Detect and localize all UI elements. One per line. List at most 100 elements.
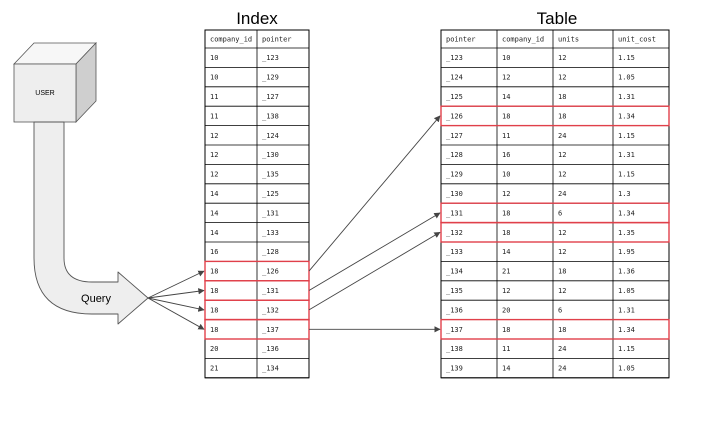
index-cell: 14 bbox=[210, 190, 218, 198]
table-cell: 16 bbox=[502, 151, 510, 159]
table-cell: 24 bbox=[558, 132, 566, 140]
table-cell: 14 bbox=[502, 93, 510, 101]
pointer-arrows bbox=[308, 115, 441, 333]
table-cell: 12 bbox=[502, 287, 510, 295]
table-cell: _130 bbox=[446, 190, 463, 198]
table-cell: 1.05 bbox=[618, 365, 635, 373]
table-cell: 12 bbox=[502, 190, 510, 198]
index-cell: 11 bbox=[210, 112, 218, 120]
table-header-cell: unit_cost bbox=[618, 36, 656, 44]
index-row: 10_129 bbox=[210, 74, 279, 82]
table-row-highlight bbox=[440, 221, 670, 243]
table-header-cell: units bbox=[558, 36, 579, 44]
table-cell: 18 bbox=[502, 209, 510, 217]
table-row-highlight bbox=[440, 105, 670, 127]
table-cell: 11 bbox=[502, 345, 510, 353]
query-fanout-arrow bbox=[147, 297, 205, 312]
table-cell: _126 bbox=[446, 112, 463, 120]
table-cell: 1.31 bbox=[618, 306, 635, 314]
table-cell: 18 bbox=[558, 112, 566, 120]
index-row: 12 _124 bbox=[210, 132, 279, 140]
index-row: 18_137 bbox=[210, 326, 279, 334]
table-cell: 12 bbox=[558, 171, 566, 179]
table-cell: 1.95 bbox=[618, 248, 635, 256]
cube-front-face bbox=[13, 63, 77, 123]
index-row: 12 _130 bbox=[210, 151, 279, 159]
table-cell: 6 bbox=[558, 209, 562, 217]
index-cell: 21 bbox=[210, 365, 218, 373]
query-label: Query bbox=[81, 293, 111, 305]
index-cell: _130 bbox=[262, 151, 279, 159]
index-cell: _134 bbox=[262, 365, 279, 373]
table-cell: 12 bbox=[558, 151, 566, 159]
table-cell: 1.15 bbox=[618, 171, 635, 179]
index-cell: _133 bbox=[262, 229, 279, 237]
index-cell: 20 bbox=[210, 345, 218, 353]
table-cell: _135 bbox=[446, 287, 463, 295]
index-row: 16_128 bbox=[210, 248, 279, 256]
index-cell: 16 bbox=[210, 248, 218, 256]
index-cell: _132 bbox=[262, 306, 279, 314]
table-cell: 1.15 bbox=[618, 132, 635, 140]
query-fanout-arrow bbox=[147, 288, 205, 299]
pointer-arrow bbox=[308, 231, 441, 311]
pointer-arrow bbox=[308, 115, 441, 272]
table-cell: _136 bbox=[446, 306, 463, 314]
index-row: 11_127 bbox=[210, 93, 279, 101]
table-cell: 24 bbox=[558, 365, 566, 373]
index-row: 18_131 bbox=[210, 287, 279, 295]
index-cell: 10 bbox=[210, 74, 218, 82]
index-cell: _124 bbox=[262, 132, 279, 140]
table-cell: 12 bbox=[558, 54, 566, 62]
table-cell: _123 bbox=[446, 54, 463, 62]
table-cell: 12 bbox=[558, 74, 566, 82]
index-cell: _131 bbox=[262, 287, 279, 295]
index-cell: 18 bbox=[210, 268, 218, 276]
user-cube: USER bbox=[13, 42, 97, 123]
table-cell: _129 bbox=[446, 171, 463, 179]
table-cell: 1.34 bbox=[618, 112, 635, 120]
index-cell: 18 bbox=[210, 306, 218, 314]
table-row-highlight bbox=[440, 318, 670, 340]
table-cell: 24 bbox=[558, 190, 566, 198]
index-cell: 11 bbox=[210, 93, 218, 101]
index-cell: _135 bbox=[262, 171, 279, 179]
index-header-cell: pointer bbox=[262, 36, 292, 44]
query-fanout-arrows bbox=[147, 270, 205, 330]
table-cell: 12 bbox=[558, 229, 566, 237]
table-cell: _125 bbox=[446, 93, 463, 101]
index-row: 21 _134 bbox=[210, 365, 279, 373]
index-row: 18_126 bbox=[210, 268, 279, 276]
index-title: Index bbox=[236, 9, 278, 28]
index-row: 11 _138 bbox=[210, 112, 279, 120]
index-cell: 18 bbox=[210, 326, 218, 334]
table-cell: 10 bbox=[502, 54, 510, 62]
table-cell: 1.05 bbox=[618, 74, 635, 82]
index-row: 12_135 bbox=[210, 171, 279, 179]
index-row: 20 _136 bbox=[210, 345, 279, 353]
table-cell: _134 bbox=[446, 268, 463, 276]
index-cell: 12 bbox=[210, 132, 218, 140]
index-cell: 14 bbox=[210, 209, 218, 217]
table-cell: 18 bbox=[558, 93, 566, 101]
table-cell: 18 bbox=[502, 326, 510, 334]
table-cell: 1.3 bbox=[618, 190, 631, 198]
index-cell: _136 bbox=[262, 345, 279, 353]
table-cell: 1.05 bbox=[618, 287, 635, 295]
index-cell: 12 bbox=[210, 151, 218, 159]
index-cell: _138 bbox=[262, 112, 279, 120]
table-cell: 24 bbox=[558, 345, 566, 353]
table-cell: _139 bbox=[446, 365, 463, 373]
index-row: 14_133 bbox=[210, 229, 279, 237]
table-cell: _138 bbox=[446, 345, 463, 353]
